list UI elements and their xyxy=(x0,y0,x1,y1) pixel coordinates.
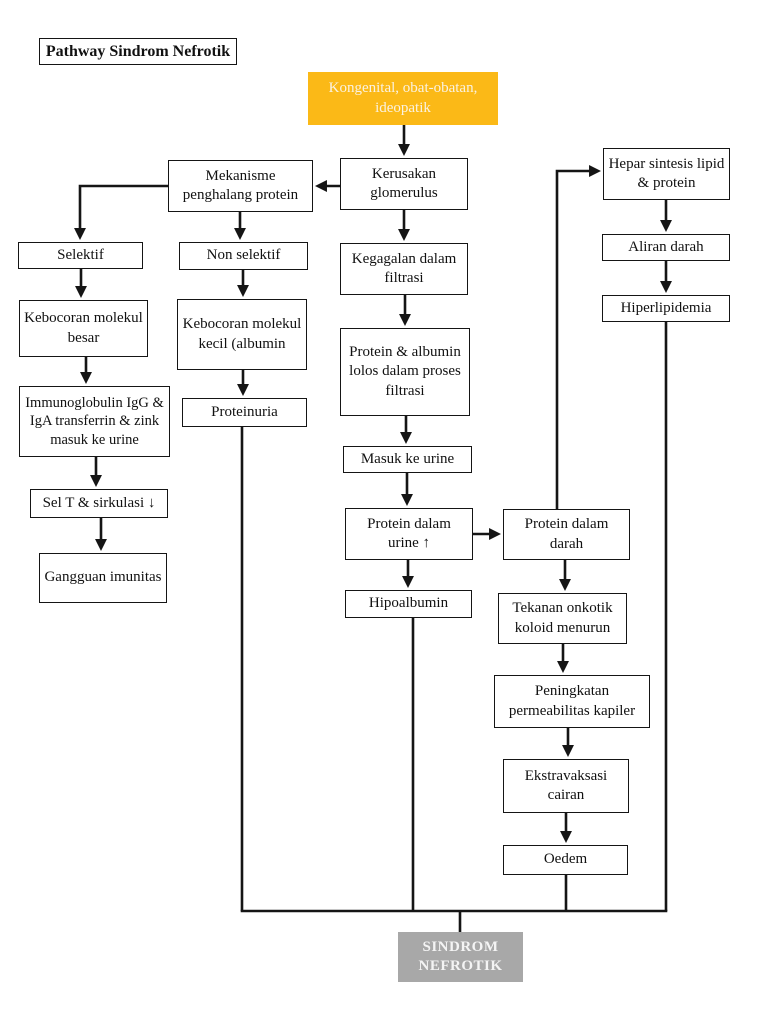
node-protein-darah-label: Protein dalam darah xyxy=(524,516,609,552)
node-selektif: Selektif xyxy=(18,242,143,269)
node-non-selektif: Non selektif xyxy=(179,242,308,270)
node-kebocoran-molekul-kecil: Kebocoran molekul kecil (albumin xyxy=(177,299,307,370)
node-hipoalbumin-label: Hipoalbumin xyxy=(368,595,449,612)
node-aliran-label: Aliran darah xyxy=(628,238,704,255)
node-masuk-urine-label: Masuk ke urine xyxy=(360,450,455,467)
node-oedem-label: Oedem xyxy=(543,851,588,868)
node-sel-t-sirkulasi: Sel T & sirkulasi ↓ xyxy=(30,489,168,518)
arrow-mekanisme-selektif xyxy=(74,184,168,240)
arrow-proteindarah-hepar xyxy=(555,165,601,509)
node-kerusakan-label: Kerusakan glomerulus xyxy=(370,165,438,201)
node-kebocoran-molekul-besar: Kebocoran molekul besar xyxy=(19,300,148,357)
node-peningkatan-label: Peningkatan permeabilitas kapiler xyxy=(508,683,636,719)
node-keb-kecil-label: Kebocoran molekul kecil (albumin xyxy=(182,316,302,352)
node-ekstravaksasi-label: Ekstravaksasi cairan xyxy=(524,767,608,803)
node-mekanisme-label: Mekanisme penghalang protein xyxy=(182,167,299,203)
node-sindrom-label: SINDROM NEFROTIK xyxy=(418,938,503,974)
node-kongenital: Kongenital, obat-obatan, ideopatik xyxy=(308,72,498,125)
node-gangguan-imunitas: Gangguan imunitas xyxy=(39,553,167,603)
node-kongenital-label: Kongenital, obat-obatan, ideopatik xyxy=(328,80,478,116)
node-protein-albumin-lolos: Protein & albumin lolos dalam proses fil… xyxy=(340,328,470,416)
page-title-label: Pathway Sindrom Nefrotik xyxy=(45,42,231,60)
node-ekstravaksasi-cairan: Ekstravaksasi cairan xyxy=(503,759,629,813)
node-sel-t-label: Sel T & sirkulasi ↓ xyxy=(42,494,156,511)
node-aliran-darah: Aliran darah xyxy=(602,234,730,261)
node-sindrom-nefrotik: SINDROM NEFROTIK xyxy=(398,932,523,982)
node-hepar-sintesis: Hepar sintesis lipid & protein xyxy=(603,148,730,200)
node-protein-dalam-darah: Protein dalam darah xyxy=(503,509,630,560)
node-immunoglobulin-label: Immunoglobulin IgG & IgA transferrin & z… xyxy=(25,394,164,448)
node-masuk-ke-urine: Masuk ke urine xyxy=(343,446,472,473)
node-mekanisme-penghalang-protein: Mekanisme penghalang protein xyxy=(168,160,313,212)
node-kerusakan-glomerulus: Kerusakan glomerulus xyxy=(340,158,468,210)
node-protein-lolos-label: Protein & albumin lolos dalam proses fil… xyxy=(349,344,461,399)
node-hipoalbumin: Hipoalbumin xyxy=(345,590,472,618)
node-hiperlipidemia: Hiperlipidemia xyxy=(602,295,730,322)
node-gangguan-label: Gangguan imunitas xyxy=(44,569,162,586)
node-kegagalan-filtrasi: Kegagalan dalam filtrasi xyxy=(340,243,468,295)
node-hepar-label: Hepar sintesis lipid & protein xyxy=(608,155,725,191)
node-non-selektif-label: Non selektif xyxy=(206,247,281,264)
node-protein-urine-label: Protein dalam urine ↑ xyxy=(367,515,451,551)
node-proteinuria-label: Proteinuria xyxy=(211,403,278,420)
node-selektif-label: Selektif xyxy=(57,246,104,263)
page-title: Pathway Sindrom Nefrotik xyxy=(39,38,237,65)
node-immunoglobulin: Immunoglobulin IgG & IgA transferrin & z… xyxy=(19,386,170,457)
node-hiperlipidemia-label: Hiperlipidemia xyxy=(620,299,712,316)
node-proteinuria: Proteinuria xyxy=(182,398,307,427)
node-tekanan-label: Tekanan onkotik koloid menurun xyxy=(512,600,613,636)
node-protein-dalam-urine: Protein dalam urine ↑ xyxy=(345,508,473,560)
node-peningkatan-permeabilitas: Peningkatan permeabilitas kapiler xyxy=(494,675,650,728)
node-keb-besar-label: Kebocoran molekul besar xyxy=(24,310,143,346)
node-kegagalan-label: Kegagalan dalam filtrasi xyxy=(351,250,457,286)
node-oedem: Oedem xyxy=(503,845,628,875)
node-tekanan-onkotik: Tekanan onkotik koloid menurun xyxy=(498,593,627,644)
